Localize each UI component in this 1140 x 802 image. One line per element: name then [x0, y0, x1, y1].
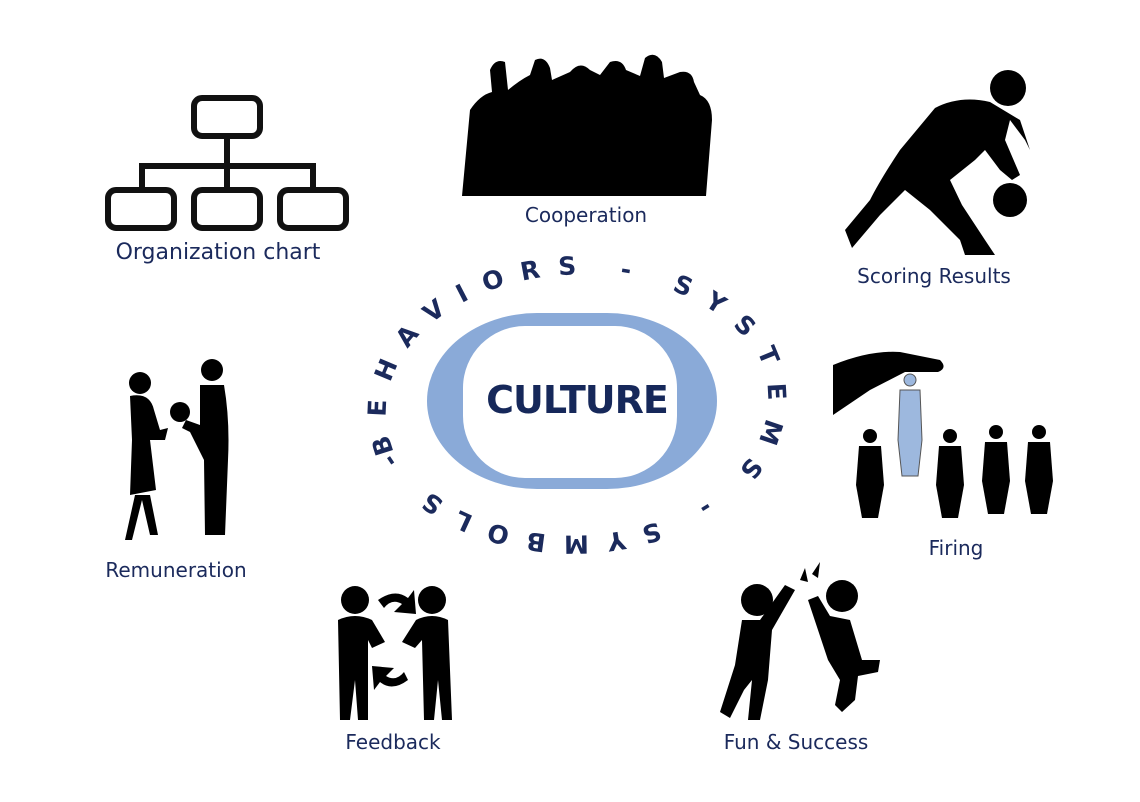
label-feedback: Feedback [345, 730, 441, 754]
label-remuneration: Remuneration [105, 558, 247, 582]
flower-gift-icon [125, 359, 229, 540]
org-chart-icon [105, 95, 349, 231]
culture-ring [427, 313, 717, 489]
high-five-icon [720, 562, 880, 720]
label-fun-success: Fun & Success [723, 730, 869, 754]
label-scoring-results: Scoring Results [857, 264, 1011, 288]
label-firing: Firing [928, 536, 984, 560]
label-organization-chart: Organization chart [115, 240, 321, 265]
basketball-player-icon [845, 70, 1030, 255]
group-silhouette-icon [462, 54, 712, 196]
exchange-icon [338, 586, 452, 720]
label-cooperation: Cooperation [524, 203, 648, 227]
center-title: CULTURE [486, 378, 669, 422]
hand-picking-person-icon [833, 351, 1053, 518]
